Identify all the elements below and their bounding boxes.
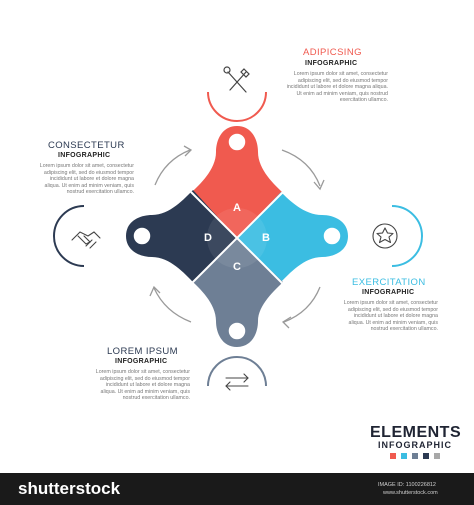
connector-arrows — [149, 145, 325, 329]
right-body: Lorem ipsum dolor sit amet, consectetur … — [343, 300, 438, 333]
branding-subtitle: INFOGRAPHIC — [378, 440, 452, 450]
color-swatch — [390, 453, 396, 459]
top-title: ADIPICSING — [303, 47, 362, 58]
left-body: Lorem ipsum dolor sit amet, consectetur … — [39, 163, 134, 196]
color-swatch — [434, 453, 440, 459]
right-ring-arc — [391, 205, 423, 267]
segment-c-letter: C — [233, 261, 241, 273]
left-subtitle: INFOGRAPHIC — [58, 152, 111, 159]
color-swatch — [401, 453, 407, 459]
bottom-body: Lorem ipsum dolor sit amet, consectetur … — [95, 369, 190, 402]
footer-image-id: IMAGE ID: 1100226812 — [378, 482, 436, 488]
bottom-subtitle: INFOGRAPHIC — [115, 358, 168, 365]
arrow-top-right — [281, 149, 321, 187]
bottom-title: LOREM IPSUM — [107, 346, 178, 357]
left-title: CONSECTETUR — [48, 140, 125, 151]
segment-a-letter: A — [233, 202, 241, 214]
color-swatch — [423, 453, 429, 459]
color-swatches — [390, 453, 440, 459]
footer-site: www.shutterstock.com — [383, 490, 438, 496]
tools-icon — [223, 66, 250, 93]
segment-b-letter: B — [262, 232, 270, 244]
cycle-diagram: A B C D — [53, 66, 423, 391]
segment-b — [237, 192, 348, 282]
top-ring-arc — [207, 91, 267, 122]
color-swatch — [412, 453, 418, 459]
handshake-icon — [71, 231, 101, 249]
segment-a-node — [227, 132, 247, 152]
arrow-bottom-right — [283, 286, 321, 323]
bottom-ring-arc — [207, 356, 267, 387]
top-subtitle: INFOGRAPHIC — [305, 60, 358, 67]
footer-logo: shutterstock — [18, 479, 121, 498]
left-ring-arc — [53, 205, 85, 267]
arrow-top-left — [154, 149, 191, 186]
segment-c — [191, 238, 283, 347]
star-badge-icon — [372, 223, 398, 249]
arrow-bottom-left — [153, 287, 192, 323]
flower-shape — [126, 126, 348, 347]
segment-d — [126, 190, 237, 282]
footer-bar: shutterstock IMAGE ID: 1100226812 www.sh… — [0, 473, 474, 505]
top-body: Lorem ipsum dolor sit amet, consectetur … — [286, 71, 388, 104]
segment-b-node — [322, 226, 342, 246]
segment-d-letter: D — [204, 232, 212, 244]
exchange-arrows-icon — [225, 373, 249, 391]
right-subtitle: INFOGRAPHIC — [362, 289, 415, 296]
branding-title: ELEMENTS — [370, 424, 462, 441]
segment-c-node — [227, 321, 247, 341]
segment-d-node — [132, 226, 152, 246]
right-title: EXERCITATION — [352, 277, 426, 288]
segment-a — [191, 126, 283, 238]
